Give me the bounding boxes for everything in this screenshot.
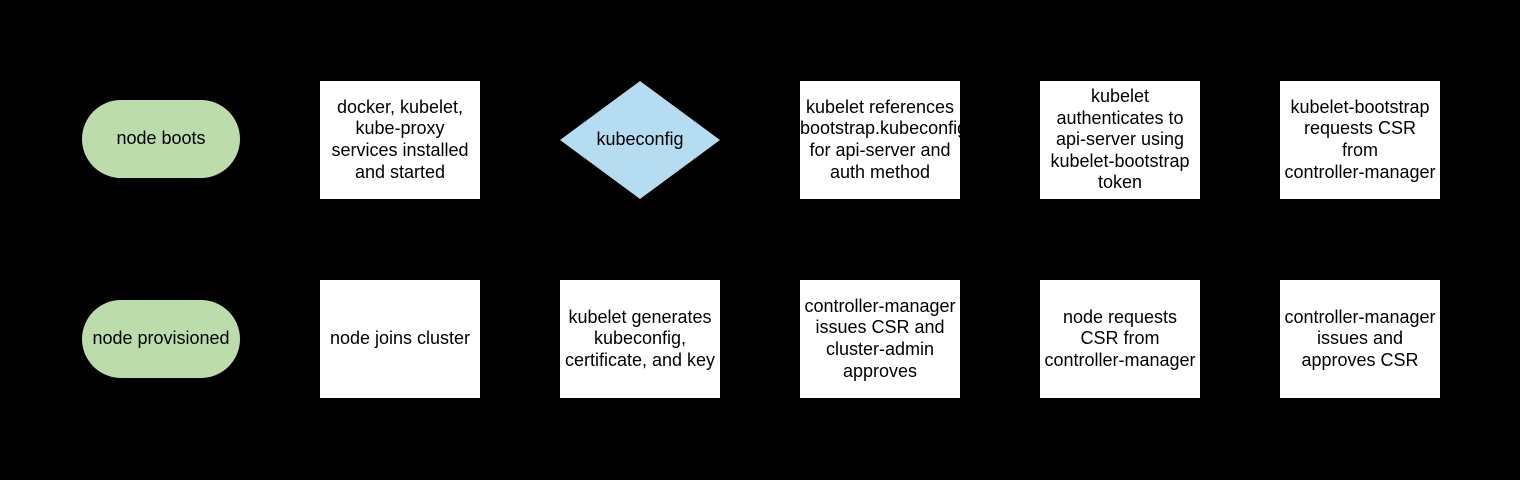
- process-controller-manager-approves-csr: controller-manager issues and approves C…: [1280, 280, 1440, 398]
- node-label: kubelet references bootstrap.kubeconfig …: [800, 96, 960, 182]
- terminal-node-provisioned: node provisioned: [82, 300, 240, 378]
- node-label: controller-manager issues CSR and cluste…: [804, 295, 956, 381]
- process-services-installed: docker, kubelet, kube-proxy services ins…: [320, 81, 480, 199]
- node-label: controller-manager issues and approves C…: [1284, 306, 1436, 370]
- process-node-joins-cluster: node joins cluster: [320, 280, 480, 398]
- terminal-node-boots: node boots: [82, 100, 240, 178]
- node-label: kubelet generates kubeconfig, certificat…: [564, 306, 716, 370]
- process-kubelet-bootstrap-requests-csr: kubelet-bootstrap requests CSR from cont…: [1280, 81, 1440, 199]
- node-label: node joins cluster: [329, 328, 471, 349]
- node-label: kubeconfig: [596, 129, 684, 150]
- node-label: node boots: [116, 128, 206, 149]
- node-label: node requests CSR from controller-manage…: [1044, 306, 1196, 370]
- node-label: docker, kubelet, kube-proxy services ins…: [331, 96, 469, 182]
- process-kubelet-authenticates: kubelet authenticates to api-server usin…: [1040, 81, 1200, 199]
- process-kubelet-references-bootstrap-kubeconfig: kubelet references bootstrap.kubeconfig …: [800, 81, 960, 199]
- node-label: node provisioned: [92, 328, 230, 349]
- node-label: kubelet-bootstrap requests CSR from cont…: [1284, 96, 1436, 182]
- node-label: kubelet authenticates to api-server usin…: [1050, 86, 1190, 193]
- process-node-requests-csr: node requests CSR from controller-manage…: [1040, 280, 1200, 398]
- process-controller-manager-issues-csr: controller-manager issues CSR and cluste…: [800, 280, 960, 398]
- decision-kubeconfig: kubeconfig: [560, 81, 720, 199]
- process-kubelet-generates-kubeconfig: kubelet generates kubeconfig, certificat…: [560, 280, 720, 398]
